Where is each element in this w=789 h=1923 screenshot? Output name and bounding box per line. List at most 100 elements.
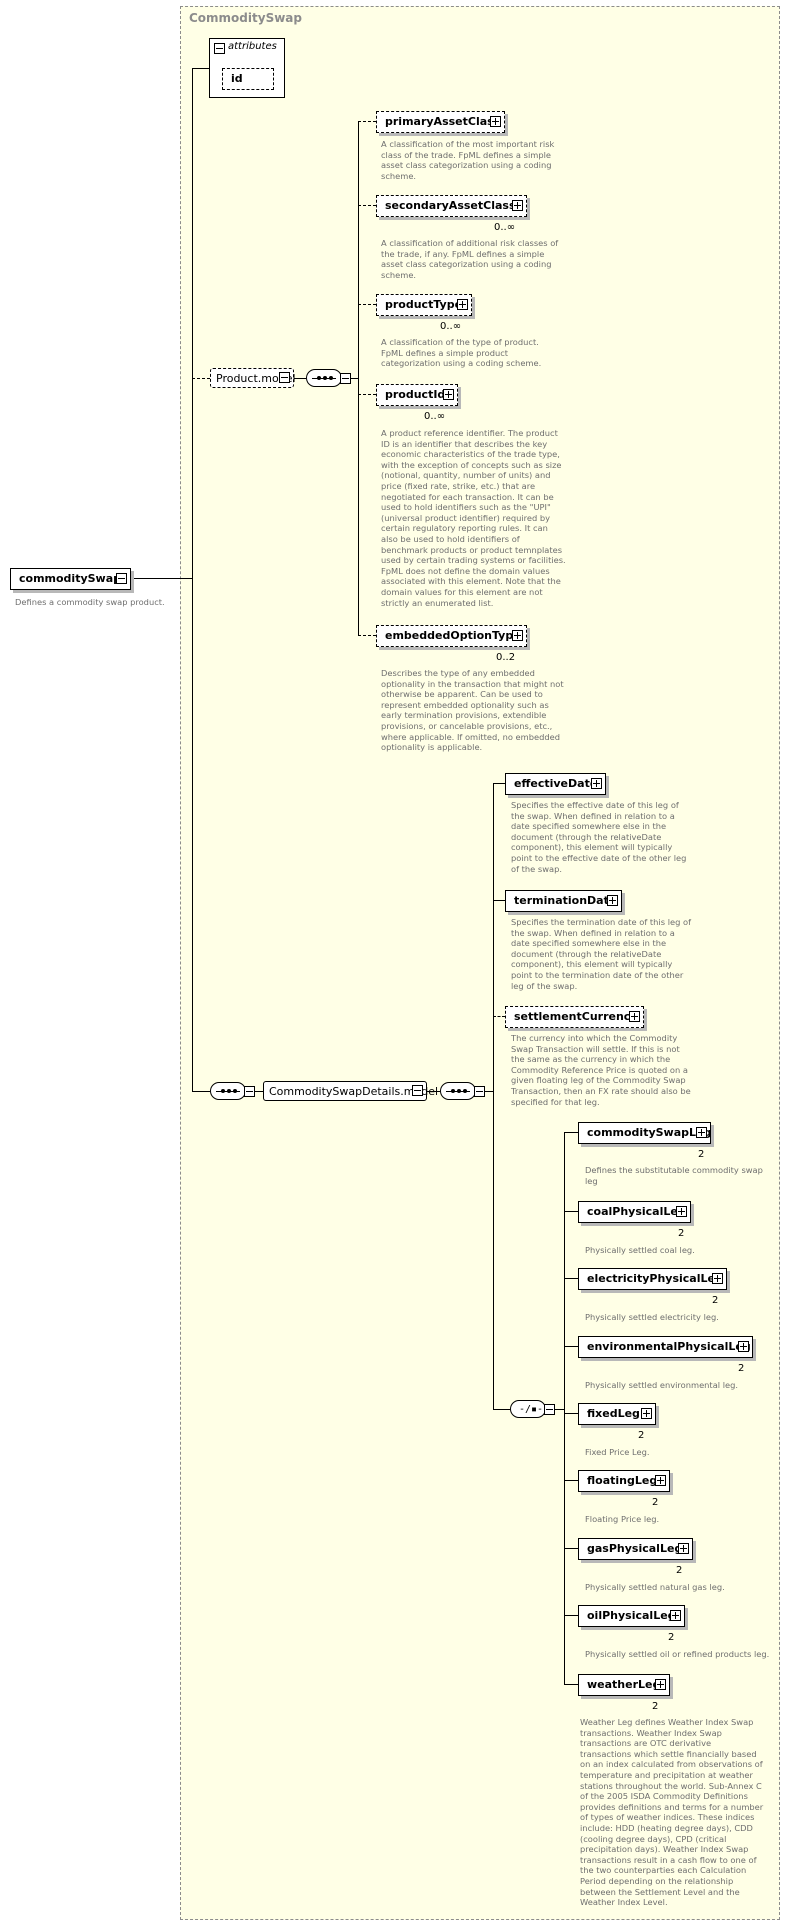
element-label: primaryAssetClass: [385, 115, 501, 128]
branch-weatherLeg: [564, 1684, 578, 1685]
group-label: CommoditySwapDetails.model: [269, 1085, 439, 1098]
branch-productType: [358, 304, 376, 305]
element-label: productId: [385, 388, 446, 401]
occurrence-electricityPhysicalLeg: 2: [712, 1295, 719, 1306]
element-label: terminationDate: [514, 894, 617, 907]
expand-icon[interactable]: [443, 389, 454, 400]
branch-coalPhysicalLeg: [564, 1211, 578, 1212]
product-model-to-seq-line: [294, 378, 306, 379]
expand-icon[interactable]: [678, 1543, 689, 1554]
description-gasPhysicalLeg: Physically settled natural gas leg.: [585, 1582, 725, 1592]
occurrence-environmentalPhysicalLeg: 2: [738, 1363, 745, 1374]
description-productId: A product reference identifier. The prod…: [381, 428, 566, 608]
group-label: Product.model: [216, 372, 296, 385]
collapse-icon[interactable]: [214, 43, 225, 54]
element-weatherLeg[interactable]: weatherLeg: [578, 1674, 674, 1700]
element-productId[interactable]: productId: [376, 384, 462, 410]
product-model-connector: [192, 378, 210, 379]
complex-type-panel: CommoditySwap: [180, 6, 780, 1920]
occurrence-gasPhysicalLeg: 2: [676, 1565, 683, 1576]
branch-productId: [358, 394, 376, 395]
root-element-label: commoditySwap: [19, 572, 122, 585]
collapse-icon[interactable]: [340, 373, 351, 384]
element-embeddedOptionType[interactable]: embeddedOptionType: [376, 625, 531, 651]
sequence-compositor-icon[interactable]: [210, 1082, 246, 1100]
element-floatingLeg[interactable]: floatingLeg: [578, 1470, 674, 1496]
description-productType: A classification of the type of product.…: [381, 337, 542, 369]
expand-icon[interactable]: [512, 630, 523, 641]
description-fixedLeg: Fixed Price Leg.: [585, 1447, 650, 1457]
element-label: secondaryAssetClass: [385, 199, 516, 212]
expand-icon[interactable]: [655, 1475, 666, 1486]
attributes-box: attributes id: [209, 38, 285, 98]
choice-to-legs-line: [546, 1409, 564, 1410]
sequence-compositor-icon[interactable]: [306, 369, 342, 387]
description-commoditySwapLeg: Defines the substitutable commodity swap…: [585, 1165, 763, 1186]
expand-icon[interactable]: [591, 778, 602, 789]
group-commodity-swap-details-model[interactable]: CommoditySwapDetails.model: [263, 1081, 438, 1101]
collapse-icon[interactable]: [279, 372, 290, 383]
product-branch-line: [358, 121, 359, 635]
element-primaryAssetClass[interactable]: primaryAssetClass: [376, 111, 505, 133]
occurrence-commoditySwapLeg: 2: [698, 1149, 705, 1160]
expand-icon[interactable]: [676, 1206, 687, 1217]
description-terminationDate: Specifies the termination date of this l…: [511, 917, 691, 991]
root-element-commoditySwap[interactable]: commoditySwap: [10, 568, 131, 590]
expand-icon[interactable]: [641, 1408, 652, 1419]
occurrence-embeddedOptionType: 0..2: [496, 652, 516, 663]
expand-icon[interactable]: [655, 1679, 666, 1690]
expand-icon[interactable]: [696, 1127, 707, 1138]
expand-icon[interactable]: [607, 895, 618, 906]
element-electricityPhysicalLeg[interactable]: electricityPhysicalLeg: [578, 1268, 731, 1294]
collapse-icon[interactable]: [244, 1086, 255, 1097]
expand-icon[interactable]: [629, 1011, 640, 1022]
group-product-model[interactable]: Product.model: [210, 368, 296, 388]
attribute-id[interactable]: id: [222, 68, 274, 90]
expand-icon[interactable]: [457, 299, 468, 310]
expand-icon[interactable]: [512, 200, 523, 211]
element-label: commoditySwapLeg: [587, 1126, 712, 1139]
element-productType[interactable]: productType: [376, 294, 476, 320]
sequence-compositor-icon[interactable]: [440, 1082, 476, 1100]
element-label: electricityPhysicalLeg: [587, 1272, 723, 1285]
occurrence-productType: 0..∞: [440, 321, 462, 332]
element-gasPhysicalLeg[interactable]: gasPhysicalLeg: [578, 1538, 697, 1564]
element-commoditySwapLeg[interactable]: commoditySwapLeg: [578, 1122, 715, 1148]
branch-electricityPhysicalLeg: [564, 1278, 578, 1279]
expand-icon[interactable]: [712, 1273, 723, 1284]
element-effectiveDate[interactable]: effectiveDate: [505, 773, 606, 795]
expand-icon[interactable]: [490, 116, 501, 127]
branch-effectiveDate: [493, 783, 505, 784]
occurrence-weatherLeg: 2: [652, 1701, 659, 1712]
element-label: effectiveDate: [514, 777, 598, 790]
element-fixedLeg[interactable]: fixedLeg: [578, 1403, 660, 1429]
element-environmentalPhysicalLeg[interactable]: environmentalPhysicalLeg: [578, 1336, 757, 1362]
branch-embeddedOptionType: [358, 635, 376, 636]
collapse-icon[interactable]: [116, 573, 127, 584]
description-coalPhysicalLeg: Physically settled coal leg.: [585, 1245, 695, 1255]
collapse-icon[interactable]: [412, 1085, 423, 1096]
attributes-connector: [192, 68, 209, 69]
description-primaryAssetClass: A classification of the most important r…: [381, 139, 555, 181]
branch-choice: [493, 1409, 510, 1410]
collapse-icon[interactable]: [544, 1404, 555, 1415]
attributes-title: attributes: [228, 41, 277, 52]
branch-terminationDate: [493, 900, 505, 901]
branch-floatingLeg: [564, 1480, 578, 1481]
branch-commoditySwapLeg: [564, 1132, 578, 1133]
element-coalPhysicalLeg[interactable]: coalPhysicalLeg: [578, 1201, 695, 1227]
element-terminationDate[interactable]: terminationDate: [505, 890, 622, 912]
details-connector: [192, 1091, 210, 1092]
expand-icon[interactable]: [670, 1610, 681, 1621]
collapse-icon[interactable]: [474, 1086, 485, 1097]
element-secondaryAssetClass[interactable]: secondaryAssetClass: [376, 195, 531, 221]
expand-icon[interactable]: [738, 1341, 749, 1352]
element-settlementCurrency[interactable]: settlementCurrency: [505, 1006, 644, 1028]
branch-primaryAssetClass: [358, 121, 376, 122]
branch-secondaryAssetClass: [358, 205, 376, 206]
element-oilPhysicalLeg[interactable]: oilPhysicalLeg: [578, 1605, 689, 1631]
choice-compositor-icon[interactable]: -/▪-: [510, 1400, 546, 1418]
